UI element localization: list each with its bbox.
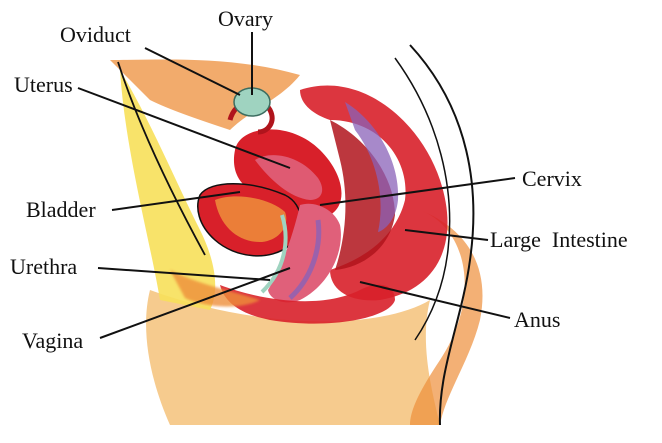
label-uterus: Uterus: [14, 72, 73, 97]
label-bladder: Bladder: [26, 197, 96, 222]
body-cross-section-illustration: [110, 45, 483, 425]
label-cervix: Cervix: [522, 166, 582, 191]
label-large-intestine: Large Intestine: [490, 227, 628, 252]
label-ovary: Ovary: [218, 6, 273, 31]
label-urethra: Urethra: [10, 254, 77, 279]
label-vagina: Vagina: [22, 328, 83, 353]
label-oviduct: Oviduct: [60, 22, 131, 47]
label-anus: Anus: [514, 307, 560, 332]
